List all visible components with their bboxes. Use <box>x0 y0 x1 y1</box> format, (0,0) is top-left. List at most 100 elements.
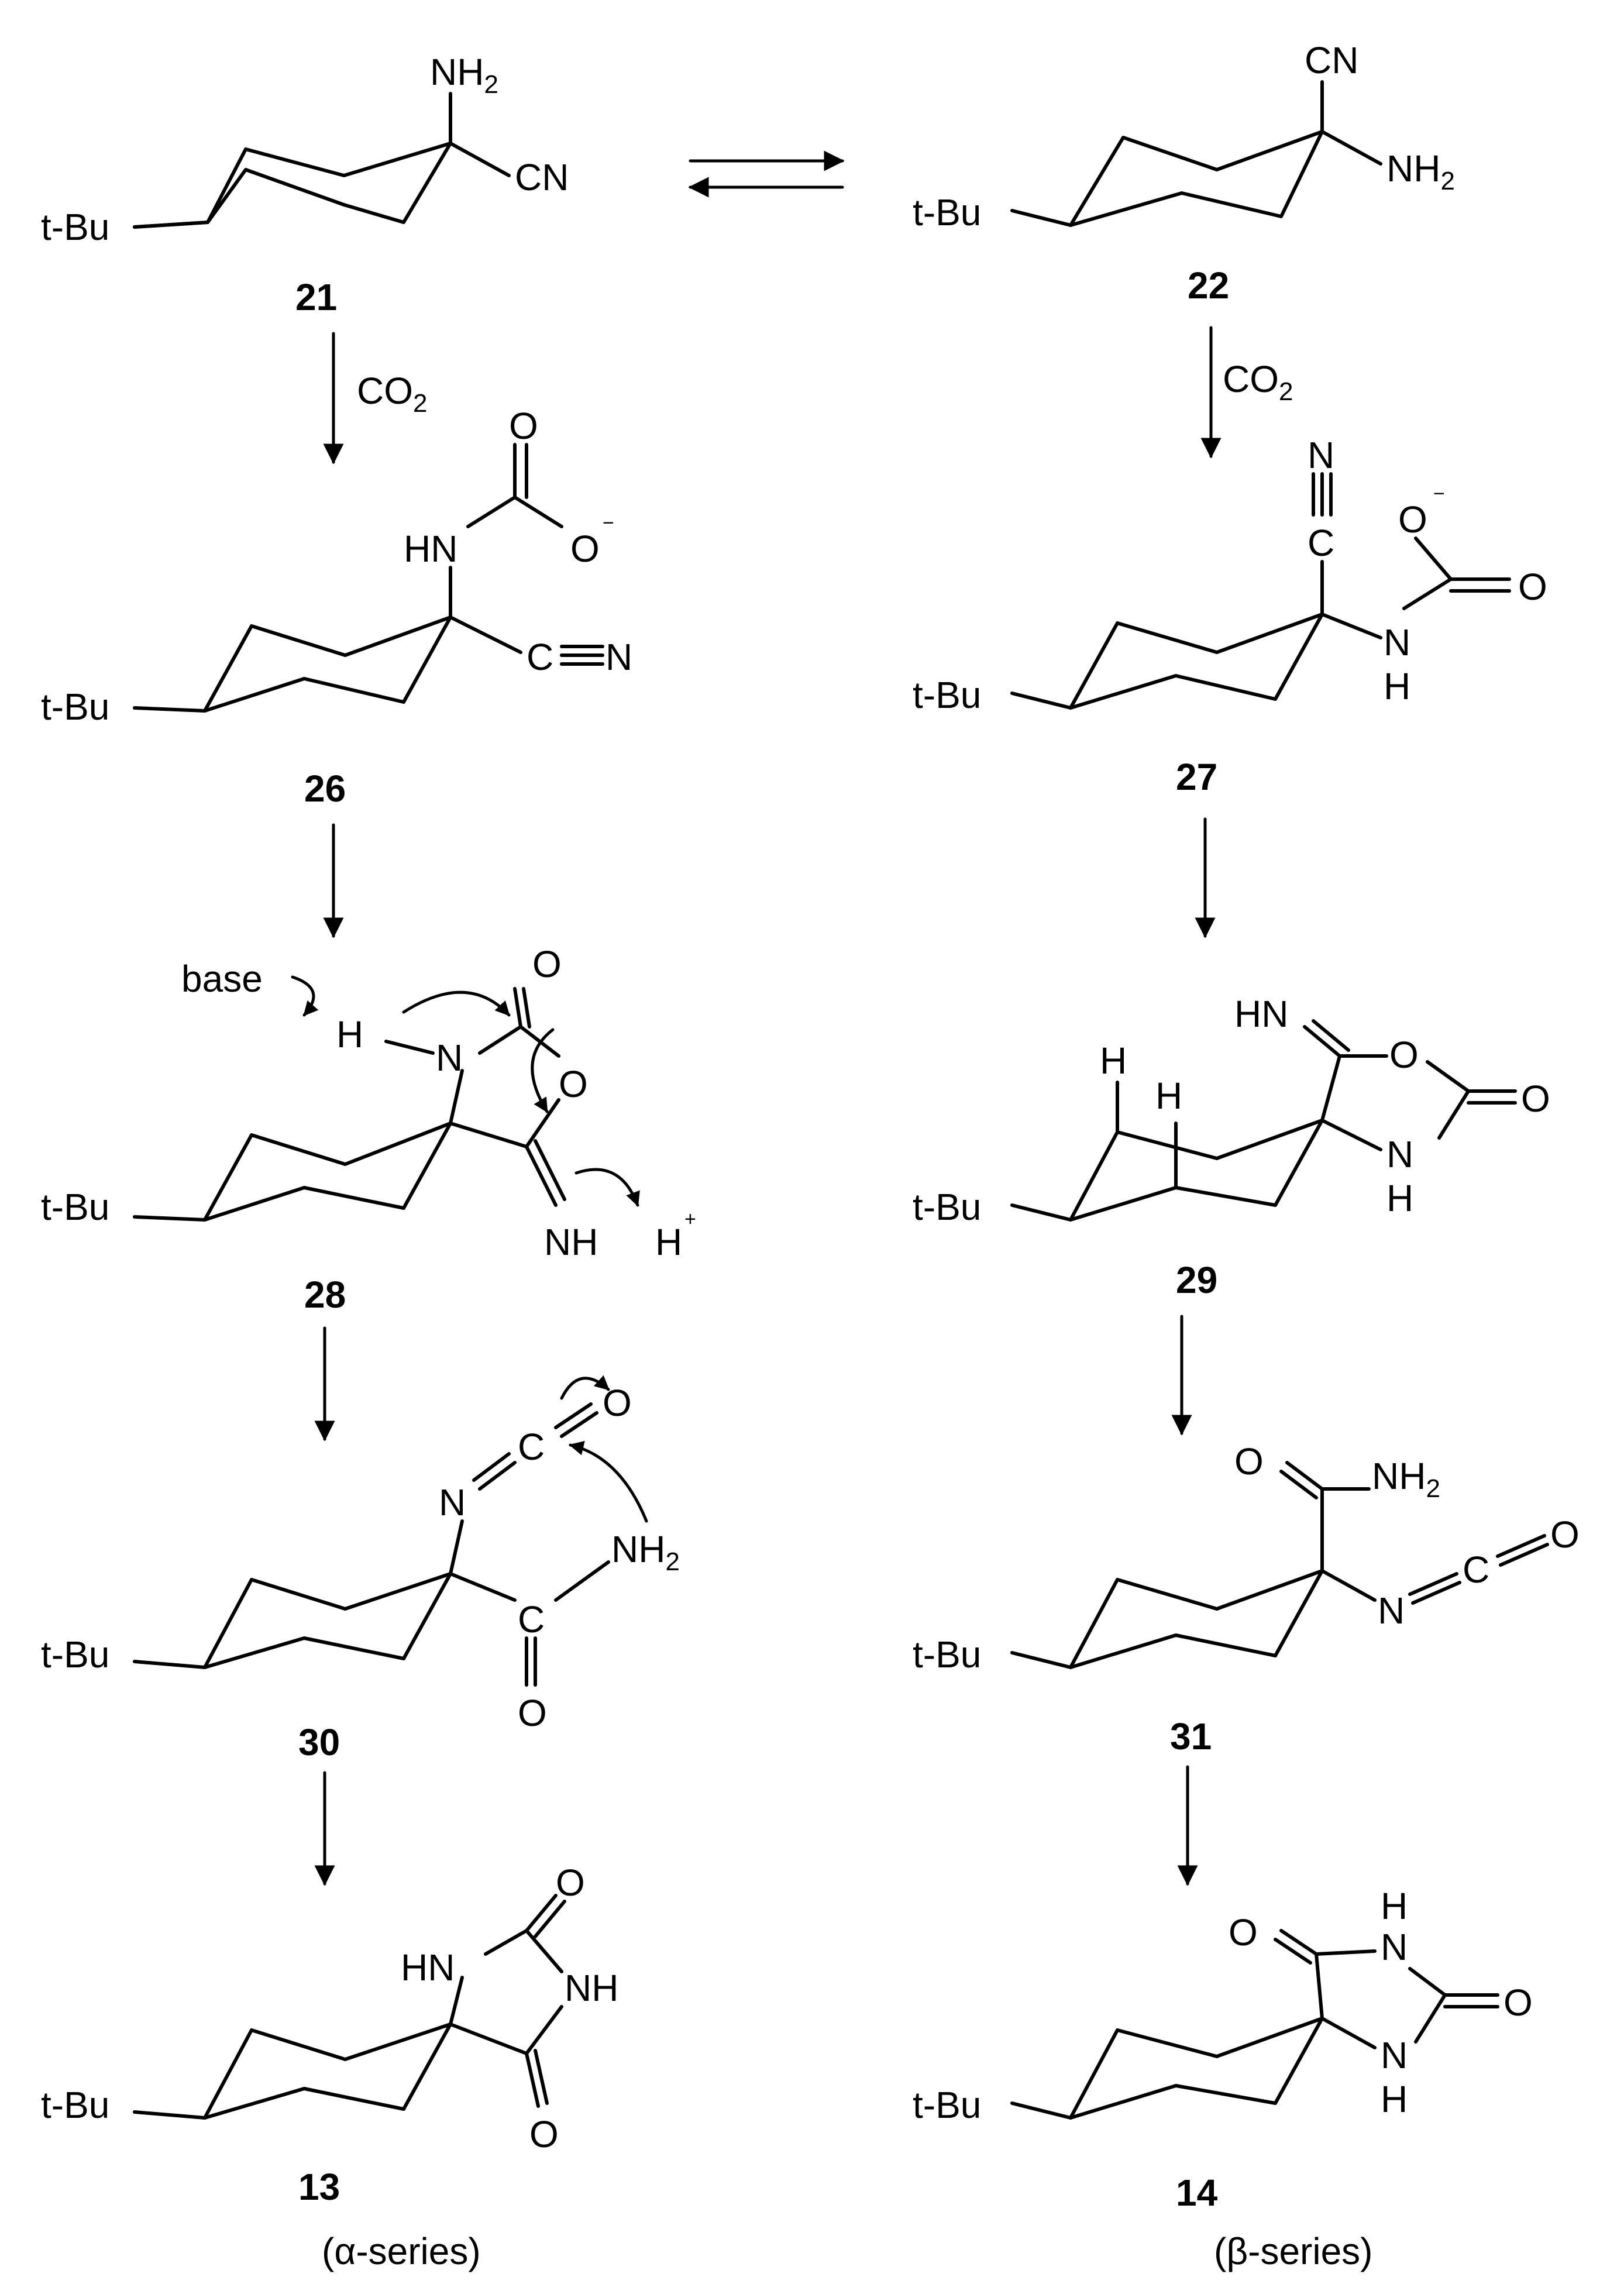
nh2-label: NH2 <box>1372 1455 1440 1503</box>
cyclohexane-ring <box>1069 130 1324 227</box>
minus-charge: − <box>1433 483 1445 505</box>
hn-label: HN <box>401 1946 455 1989</box>
cyclohexane-ring <box>203 1572 452 1669</box>
plus-charge: + <box>684 1208 696 1230</box>
nh2-label: NH2 <box>611 1528 680 1576</box>
compound-number: 22 <box>1188 264 1229 307</box>
minus-charge: − <box>603 512 614 534</box>
nitrile-n-label: N <box>605 636 632 678</box>
cyclohexane-ring <box>203 2022 452 2120</box>
curly-arrow-co <box>531 1028 555 1113</box>
compound-28: t-Bu O base H N O NH H + 28 <box>41 943 696 1316</box>
o-bottom-label: O <box>518 1692 547 1734</box>
nh-label: NH <box>565 1967 618 2009</box>
nh2-label: NH2 <box>1386 147 1455 195</box>
cyclohexane-ring <box>1069 2017 1324 2120</box>
co2-arrow-left: CO2 <box>323 332 427 465</box>
curly-arrow-base <box>291 975 319 1017</box>
nitrile-c-label: C <box>1308 522 1334 564</box>
co2-label: CO2 <box>357 370 427 418</box>
n-label: N <box>436 1037 463 1079</box>
curly-arrow-o <box>560 1375 610 1400</box>
o-bottom-label: O <box>529 2113 559 2155</box>
compound-22: t-Bu CN NH2 22 <box>913 39 1455 307</box>
h-label: H <box>336 1013 363 1055</box>
cyclohexane-ring <box>133 142 452 229</box>
cn-label: CN <box>515 156 569 198</box>
o-top-label: O <box>532 943 562 985</box>
co2-arrow-right: CO2 <box>1200 326 1293 459</box>
compound-number: 13 <box>298 2166 340 2208</box>
nh-h-label: H <box>1386 1177 1413 1219</box>
curly-arrow-nh2 <box>569 1440 648 1523</box>
nh-n-label: N <box>1384 621 1410 663</box>
tbu-label: t-Bu <box>41 686 109 728</box>
n-label: N <box>1378 1590 1405 1632</box>
o-label: O <box>1521 1078 1550 1120</box>
o-ring-label: O <box>1389 1034 1419 1076</box>
isocyanate-c-label: C <box>518 1426 545 1468</box>
o-amide-label: O <box>1234 1440 1264 1482</box>
compound-number: 30 <box>298 1721 340 1763</box>
nh-label: NH <box>544 1221 598 1263</box>
compound-number: 26 <box>304 768 346 810</box>
hplus-label: H <box>655 1221 682 1263</box>
o-top-label: O <box>556 1862 585 1904</box>
compound-number: 21 <box>295 276 337 318</box>
nh2-label: NH2 <box>430 51 498 99</box>
n-bottom-label: N <box>1381 2034 1408 2076</box>
tbu-label: t-Bu <box>41 1186 109 1228</box>
o-minus-label: O <box>1398 498 1427 541</box>
compound-29: t-Bu HN O O H H N H 29 <box>913 993 1550 1301</box>
cn-label: CN <box>1305 39 1358 81</box>
nh-n-label: N <box>1386 1133 1413 1175</box>
compound-number: 28 <box>304 1274 346 1316</box>
hn-label: HN <box>1234 993 1288 1035</box>
nitrile-n-label: N <box>1308 434 1334 476</box>
tbu-label: t-Bu <box>41 1633 109 1676</box>
o-right-label: O <box>1503 1982 1533 2024</box>
compound-13: t-Bu O HN NH O 13 (α-series) <box>41 1862 618 2272</box>
axial-h2-label: H <box>1155 1075 1182 1117</box>
tbu-label: t-Bu <box>913 2084 981 2126</box>
equilibrium-arrows <box>688 150 845 198</box>
compound-14: t-Bu H N O O N H 14 (β-series) <box>913 1885 1533 2272</box>
nh-h-label: H <box>1384 665 1410 707</box>
series-label: (β-series) <box>1214 2230 1372 2272</box>
compound-21: t-Bu NH2 CN 21 <box>41 51 569 318</box>
compound-number: 31 <box>1170 1715 1212 1757</box>
series-label: (α-series) <box>322 2230 481 2272</box>
nitrile-c-label: C <box>527 636 553 678</box>
co2-label: CO2 <box>1223 358 1293 406</box>
tbu-label: t-Bu <box>913 1633 981 1676</box>
compound-number: 27 <box>1176 756 1217 798</box>
compound-30: t-Bu O C N NH2 C O 30 <box>41 1375 680 1763</box>
cyclohexane-ring <box>1069 613 1324 710</box>
cyclohexane-ring <box>203 1122 452 1222</box>
curly-arrow-nh <box>402 990 511 1017</box>
tbu-label: t-Bu <box>913 674 981 716</box>
compound-27: t-Bu N C O − O N H 27 <box>913 434 1547 798</box>
base-label: base <box>181 958 263 1000</box>
compound-number: 29 <box>1176 1259 1217 1301</box>
tbu-label: t-Bu <box>41 2084 109 2126</box>
o-top-label: O <box>603 1382 632 1424</box>
compound-31: t-Bu O NH2 N C O 31 <box>913 1440 1580 1757</box>
n-label: N <box>439 1481 466 1523</box>
curly-arrow-hplus <box>574 1168 640 1207</box>
h-top-label: H <box>1381 1885 1408 1927</box>
tbu-label: t-Bu <box>41 206 109 248</box>
o-label: O <box>509 405 538 447</box>
hn-label: HN <box>404 528 457 570</box>
n-top-label: N <box>1381 1926 1408 1968</box>
isocyanate-c-label: C <box>1463 1549 1489 1591</box>
cyclohexane-ring <box>1069 1569 1324 1669</box>
bond-cn <box>449 142 511 177</box>
tbu-label: t-Bu <box>913 1186 981 1228</box>
tbu-label: t-Bu <box>913 191 981 233</box>
o-label: O <box>1550 1514 1580 1556</box>
compound-26: t-Bu O HN O − C N 26 <box>41 405 632 810</box>
cyclohexane-ring <box>203 615 452 713</box>
o-minus-label: O <box>570 528 600 570</box>
